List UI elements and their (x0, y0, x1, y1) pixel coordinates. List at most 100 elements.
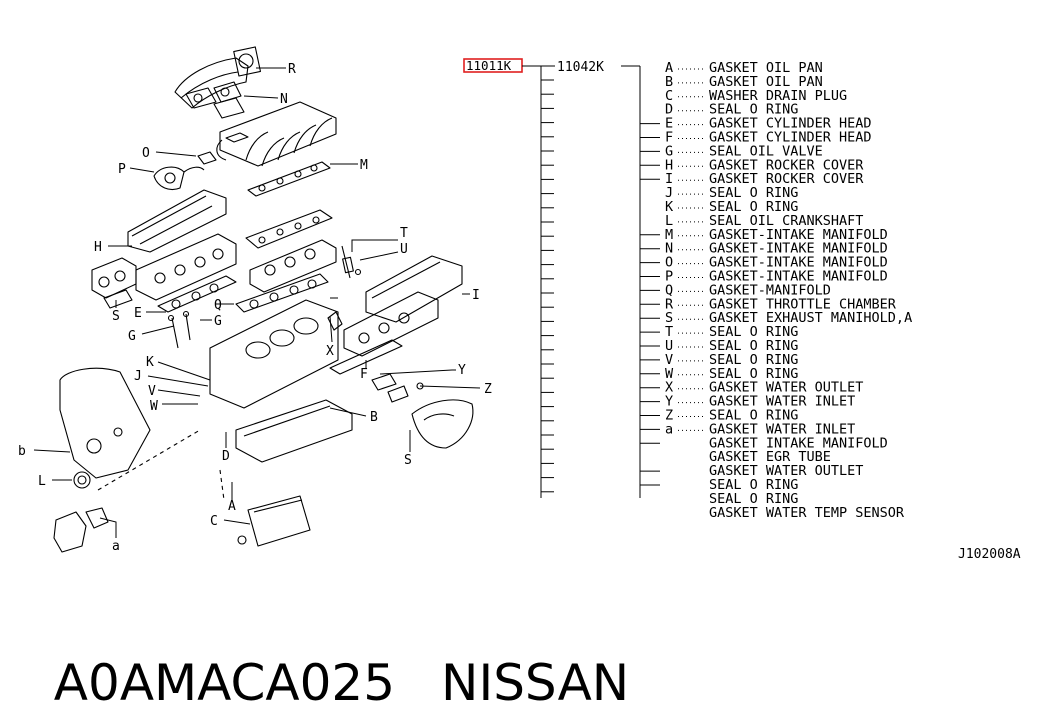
part-letter: V (665, 352, 673, 368)
part-letter: A (665, 60, 673, 76)
part-name[interactable]: GASKET WATER INLET (709, 394, 855, 410)
callout-I: I (472, 288, 480, 303)
part-letter: Y (665, 394, 673, 410)
part-letter: P (665, 269, 673, 285)
callout-P: P (118, 162, 126, 177)
callout-C: C (210, 514, 218, 529)
callout-S-right: S (404, 453, 412, 468)
part-letter: R (665, 296, 674, 312)
part-name[interactable]: GASKET OIL PAN (709, 60, 823, 76)
part-name[interactable]: SEAL O RING (709, 102, 798, 118)
part-name[interactable]: GASKET-INTAKE MANIFOLD (709, 241, 888, 257)
callout-labels: R N O P M H T U I S E G Q G K J X V W Y … (18, 62, 492, 554)
callout-a: a (112, 539, 120, 554)
part-name[interactable]: SEAL OIL VALVE (709, 143, 823, 159)
part-letter: H (665, 157, 673, 173)
part-name[interactable]: GASKET EGR TUBE (709, 449, 831, 465)
callout-L: L (38, 474, 46, 489)
part-letter: X (665, 380, 673, 396)
part-name[interactable]: GASKET EXHAUST MANIHOLD,A (709, 310, 912, 326)
part-letter: U (665, 338, 673, 354)
callout-Y: Y (458, 363, 466, 378)
part-name[interactable]: GASKET THROTTLE CHAMBER (709, 296, 897, 312)
part-letter: J (665, 185, 673, 201)
callout-W: W (150, 399, 158, 414)
part-letter: D (665, 102, 673, 118)
callout-U: U (400, 242, 408, 257)
part-letter: F (665, 130, 673, 146)
footer-part-number: A0AMACA025 (53, 654, 396, 712)
part-letter: T (665, 324, 673, 340)
part-name[interactable]: GASKET-MANIFOLD (709, 282, 831, 298)
part-name[interactable]: GASKET WATER OUTLET (709, 380, 863, 396)
part-name[interactable]: GASKET OIL PAN (709, 74, 823, 90)
part-letter: S (665, 310, 673, 326)
part-name[interactable]: SEAL O RING (709, 491, 798, 507)
callout-R: R (288, 62, 296, 77)
part-name[interactable]: GASKET INTAKE MANIFOLD (709, 435, 888, 451)
part-name[interactable]: GASKET ROCKER COVER (709, 157, 864, 173)
part-letter: W (665, 366, 674, 382)
part-letter: a (665, 421, 673, 437)
part-letter: C (665, 88, 673, 104)
callout-N: N (280, 92, 288, 107)
part-name[interactable]: GASKET ROCKER COVER (709, 171, 864, 187)
part-name[interactable]: GASKET CYLINDER HEAD (709, 130, 872, 146)
footer: A0AMACA025 NISSAN (22, 596, 629, 712)
part-name[interactable]: SEAL O RING (709, 185, 798, 201)
callout-K: K (146, 355, 154, 370)
part-letter: G (665, 143, 673, 159)
callout-J: J (134, 369, 142, 384)
callout-S-left: S (112, 309, 120, 324)
callout-M: M (360, 158, 368, 173)
part-tree: 11011K 11042K A GASKET OIL PAN B GASKET OIL… (463, 58, 912, 521)
part-name[interactable]: GASKET-INTAKE MANIFOLD (709, 227, 888, 243)
part-name[interactable]: GASKET-INTAKE MANIFOLD (709, 255, 888, 271)
part-letter: M (665, 227, 673, 243)
callout-H: H (94, 240, 102, 255)
part-letter: E (665, 116, 673, 132)
part-name[interactable]: GASKET CYLINDER HEAD (709, 116, 872, 132)
callout-Q-left: Q (214, 298, 222, 313)
callout-G-left: G (128, 329, 136, 344)
callout-B: B (370, 410, 378, 425)
parts-diagram: R N O P M H T U I S E G Q G K J X V W Y … (18, 46, 1021, 562)
part-name[interactable]: WASHER DRAIN PLUG (709, 88, 847, 104)
callout-A: A (228, 499, 236, 514)
part-letter: K (665, 199, 674, 215)
callout-E: E (134, 306, 142, 321)
part-letter: N (665, 241, 673, 257)
callout-F: F (360, 367, 368, 382)
part-name[interactable]: GASKET WATER OUTLET (709, 463, 863, 479)
part-letter: O (665, 255, 673, 271)
callout-leaders (33, 67, 481, 538)
drawing-id: J102008A (958, 547, 1021, 562)
callout-T: T (400, 226, 408, 241)
part-letter: Q (665, 282, 673, 298)
callout-V: V (148, 384, 156, 399)
part-name[interactable]: SEAL O RING (709, 408, 798, 424)
footer-brand: NISSAN (441, 654, 630, 712)
part-name[interactable]: GASKET WATER INLET (709, 421, 855, 437)
part-name[interactable]: SEAL OIL CRANKSHAFT (709, 213, 863, 229)
callout-O: O (142, 146, 150, 161)
part-name[interactable]: SEAL O RING (709, 338, 798, 354)
part-letter: B (665, 74, 673, 90)
part-name[interactable]: SEAL O RING (709, 199, 798, 215)
part-letter: L (665, 213, 673, 229)
part-letter: I (665, 171, 673, 187)
part-name[interactable]: GASKET-INTAKE MANIFOLD (709, 269, 888, 285)
part-number-11042K[interactable]: 11042K (557, 60, 604, 75)
part-name[interactable]: SEAL O RING (709, 477, 798, 493)
callout-D: D (222, 449, 230, 464)
callout-X: X (326, 344, 334, 359)
part-name[interactable]: SEAL O RING (709, 352, 798, 368)
part-letter: Z (665, 408, 673, 424)
part-name[interactable]: GASKET WATER TEMP SENSOR (709, 505, 905, 521)
part-name[interactable]: SEAL O RING (709, 366, 798, 382)
part-name[interactable]: SEAL O RING (709, 324, 798, 340)
callout-G-right: G (214, 314, 222, 329)
callout-b: b (18, 444, 26, 459)
engine-illustration (53, 46, 474, 553)
part-number-11011K[interactable]: 11011K (466, 58, 512, 73)
